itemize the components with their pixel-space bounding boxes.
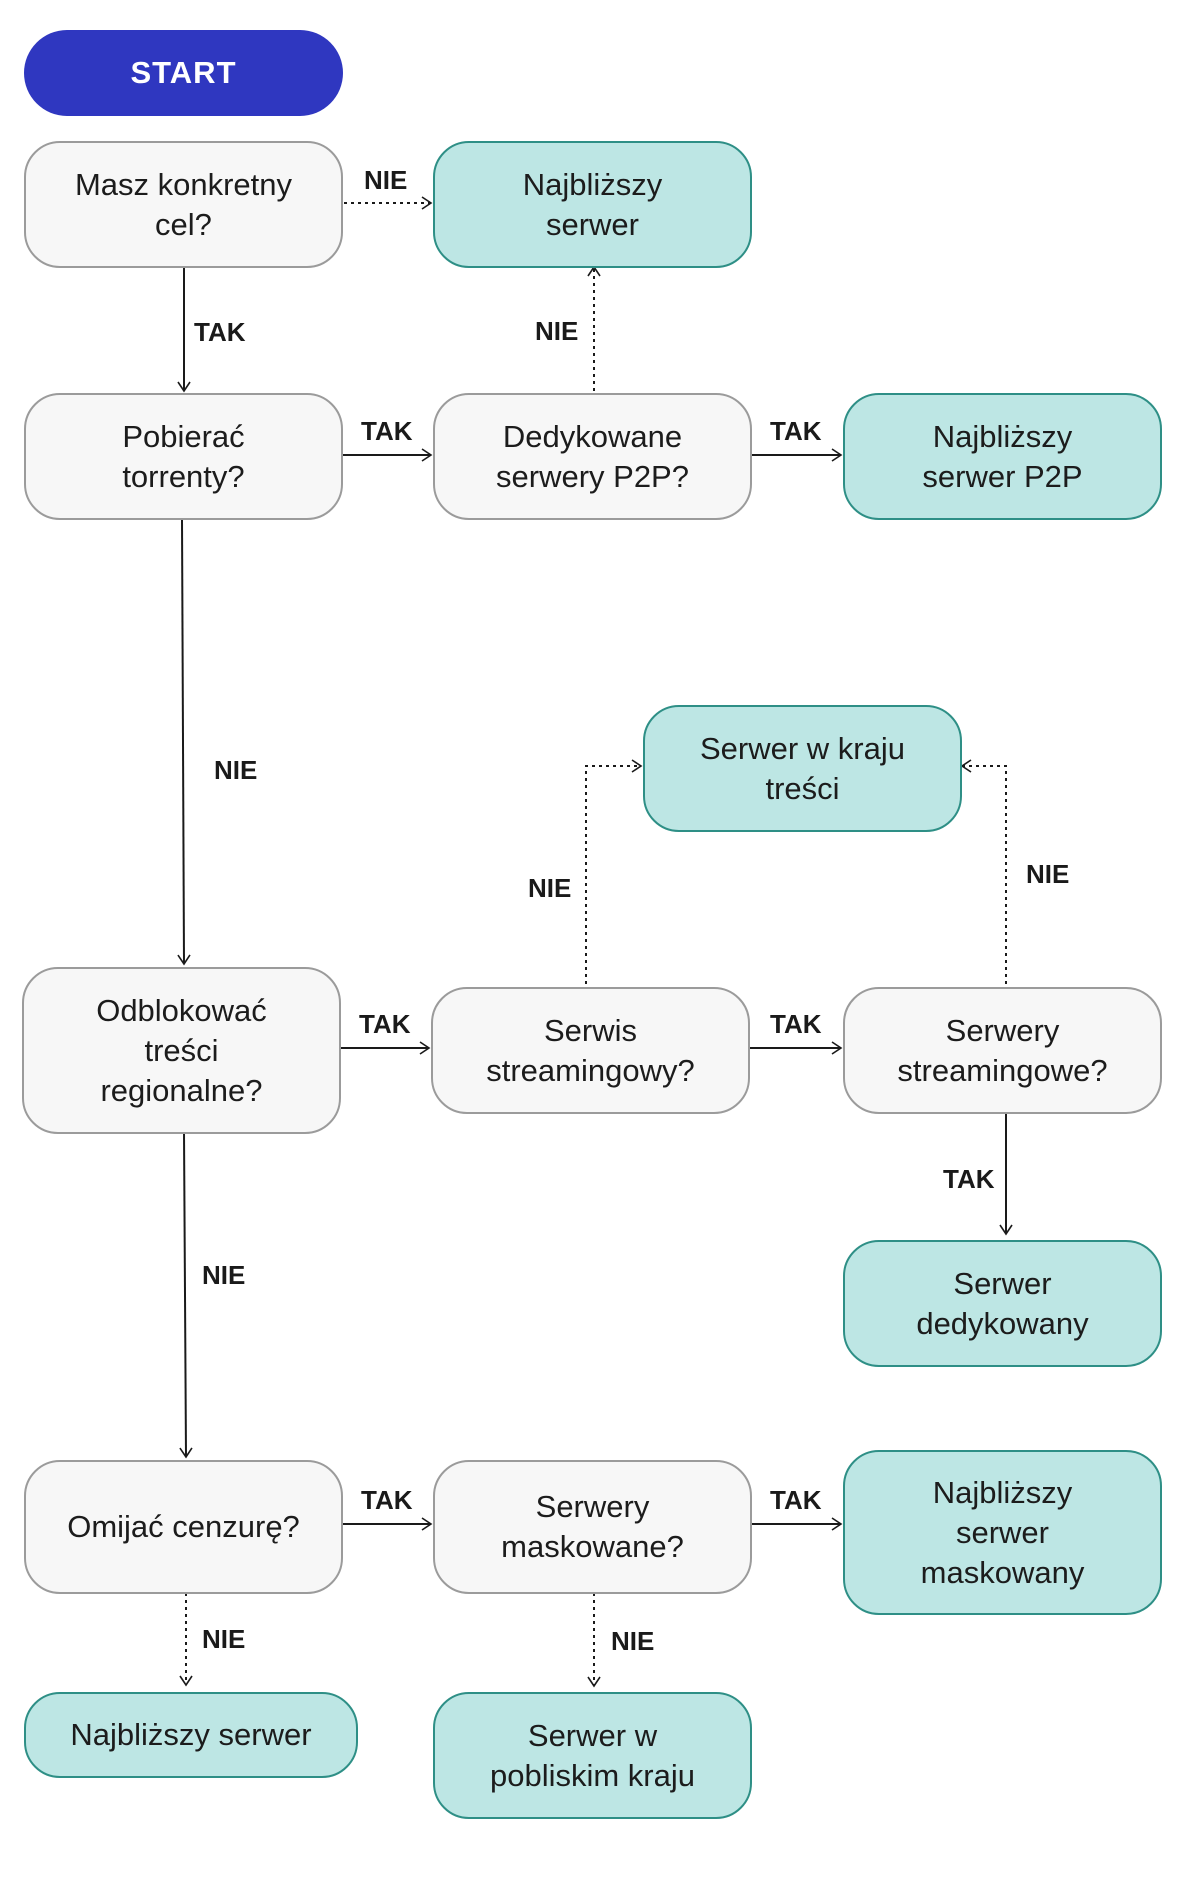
edge-label-servers-yes: TAK xyxy=(943,1164,995,1194)
question-streaming-servers: Serwery streamingowe? xyxy=(843,987,1162,1114)
edge-label-censor-no: NIE xyxy=(202,1624,246,1654)
edge-label-torrents-yes: TAK xyxy=(361,416,413,446)
edge-label-target-yes: TAK xyxy=(194,317,246,347)
edge-label-p2p-no: NIE xyxy=(535,316,579,346)
result-nearest-obfuscated-server: Najbliższy serwer maskowany xyxy=(843,1450,1162,1615)
result-dedicated-server: Serwer dedykowany xyxy=(843,1240,1162,1367)
question-specific-target: Masz konkretny cel? xyxy=(24,141,343,268)
edge-label-service-no: NIE xyxy=(528,873,572,903)
question-torrents: Pobierać torrenty? xyxy=(24,393,343,520)
question-obfuscated-servers: Serwery maskowane? xyxy=(433,1460,752,1594)
question-bypass-censorship: Omijać cenzurę? xyxy=(24,1460,343,1594)
result-nearby-country-server: Serwer w pobliskim kraju xyxy=(433,1692,752,1819)
edge-label-censor-yes: TAK xyxy=(361,1485,413,1515)
question-streaming-service: Serwis streamingowy? xyxy=(431,987,750,1114)
edge-label-service-yes: TAK xyxy=(770,1009,822,1039)
edge-service-no xyxy=(585,759,643,984)
edge-torrents-no xyxy=(177,519,191,966)
edge-label-unblock-no: NIE xyxy=(202,1260,246,1290)
edge-servers-no xyxy=(960,759,1007,984)
edge-label-torrents-no: NIE xyxy=(214,755,258,785)
edge-label-obf-yes: TAK xyxy=(770,1485,822,1515)
edge-label-obf-no: NIE xyxy=(611,1626,655,1656)
edge-label-target-no: NIE xyxy=(364,165,408,195)
result-nearest-p2p-server: Najbliższy serwer P2P xyxy=(843,393,1162,520)
result-nearest-server-bottom: Najbliższy serwer xyxy=(24,1692,358,1778)
start-node: START xyxy=(24,30,343,116)
question-unblock-regional: Odblokować treści regionalne? xyxy=(22,967,341,1134)
edge-label-unblock-yes: TAK xyxy=(359,1009,411,1039)
question-dedicated-p2p: Dedykowane serwery P2P? xyxy=(433,393,752,520)
edge-label-p2p-yes: TAK xyxy=(770,416,822,446)
result-content-country-server: Serwer w kraju treści xyxy=(643,705,962,832)
result-nearest-server-top: Najbliższy serwer xyxy=(433,141,752,268)
edge-unblock-no xyxy=(179,1131,193,1459)
edge-label-servers-no: NIE xyxy=(1026,859,1070,889)
